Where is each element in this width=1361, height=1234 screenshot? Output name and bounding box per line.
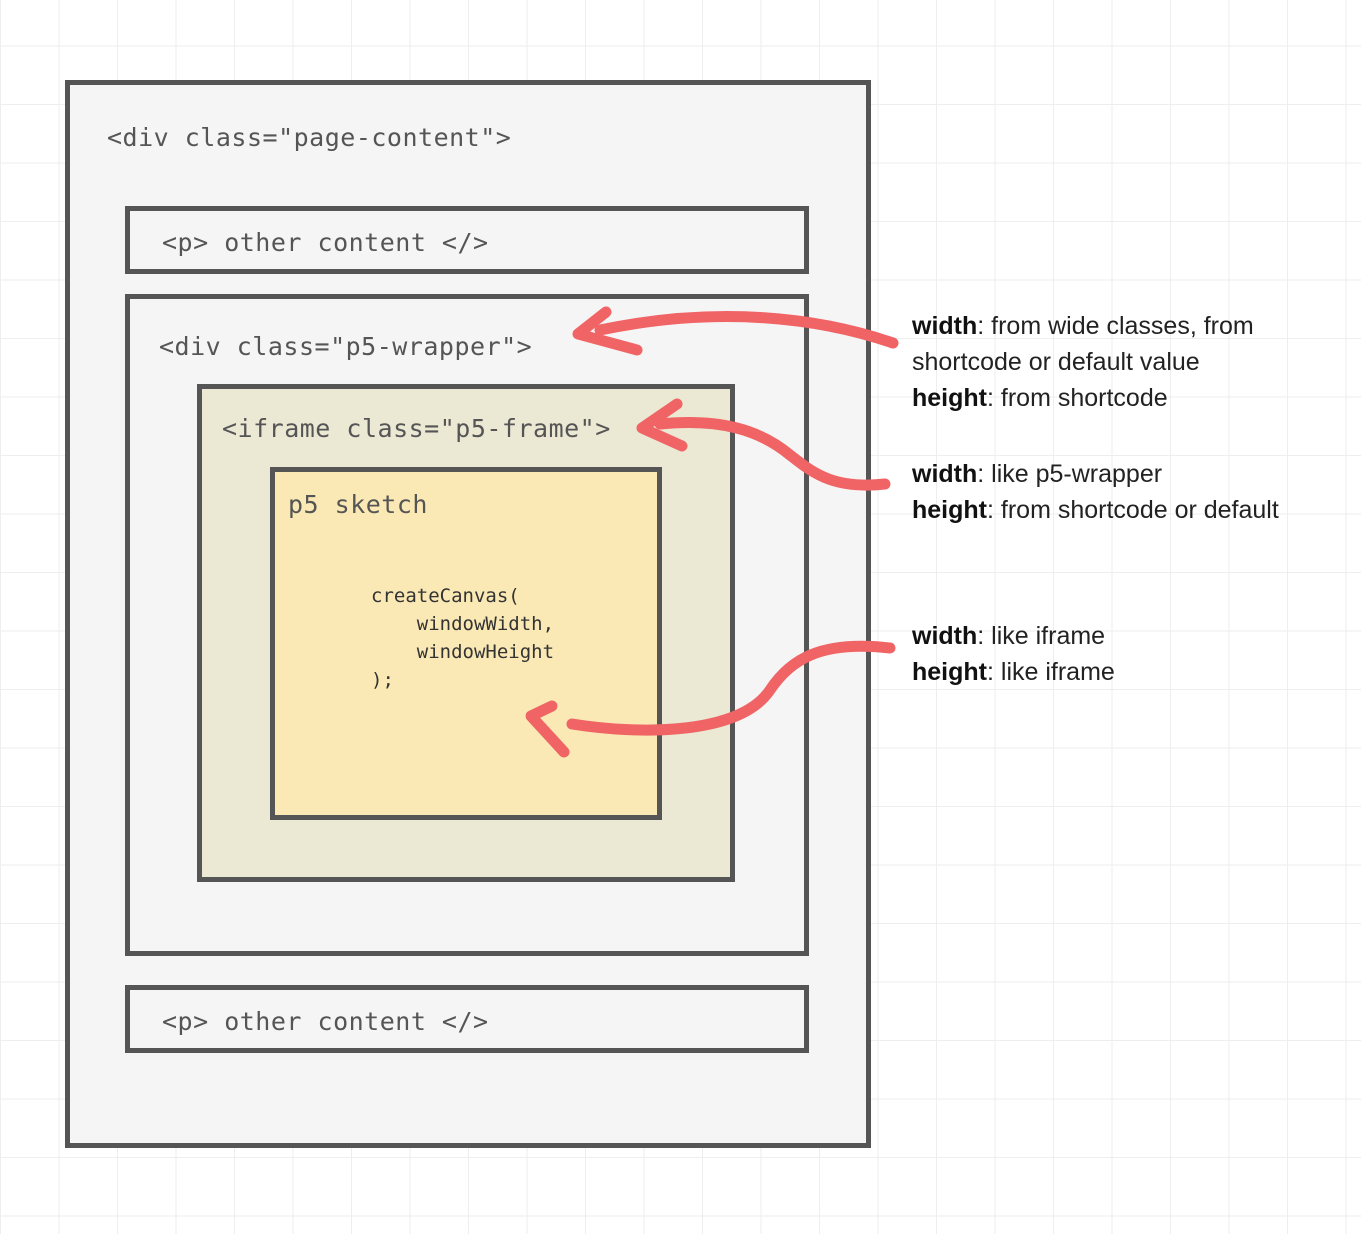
annotation-wrapper-height-key: height: [912, 384, 987, 412]
annotation-iframe-width-key: width: [912, 460, 978, 488]
code-line-2: windowWidth,: [371, 613, 555, 635]
annotation-sketch-width-value: : like iframe: [977, 622, 1106, 650]
annotation-sketch-height-key: height: [912, 658, 987, 686]
paragraph-bottom-label: <p> other content </>: [162, 1007, 489, 1036]
paragraph-top-box: <p> other content </>: [125, 206, 809, 274]
page-content-label: <div class="page-content">: [107, 123, 512, 152]
annotation-wrapper-width-value: : from wide classes, from shortcode or d…: [912, 312, 1254, 376]
annotation-wrapper-width-key: width: [912, 312, 978, 340]
annotation-iframe-height-value: : from shortcode or default: [987, 496, 1279, 524]
p5-sketch-box: p5 sketch createCanvas( windowWidth, win…: [270, 467, 662, 820]
annotation-sketch: width: like iframe height: like iframe: [912, 618, 1332, 690]
p5-wrapper-label: <div class="p5-wrapper">: [159, 332, 533, 361]
code-line-4: );: [371, 669, 394, 691]
code-line-1: createCanvas(: [371, 585, 520, 607]
annotation-iframe: width: like p5-wrapper height: from shor…: [912, 456, 1332, 528]
annotation-sketch-width-key: width: [912, 622, 978, 650]
paragraph-top-label: <p> other content </>: [162, 228, 489, 257]
code-line-3: windowHeight: [371, 641, 555, 663]
annotation-wrapper: width: from wide classes, from shortcode…: [912, 308, 1332, 416]
p5-sketch-label: p5 sketch: [288, 490, 428, 519]
paragraph-bottom-box: <p> other content </>: [125, 985, 809, 1053]
iframe-label: <iframe class="p5-frame">: [222, 414, 611, 443]
annotation-iframe-width-value: : like p5-wrapper: [977, 460, 1163, 488]
annotation-wrapper-height-value: : from shortcode: [987, 384, 1168, 412]
annotation-iframe-height-key: height: [912, 496, 987, 524]
annotation-sketch-height-value: : like iframe: [987, 658, 1115, 686]
